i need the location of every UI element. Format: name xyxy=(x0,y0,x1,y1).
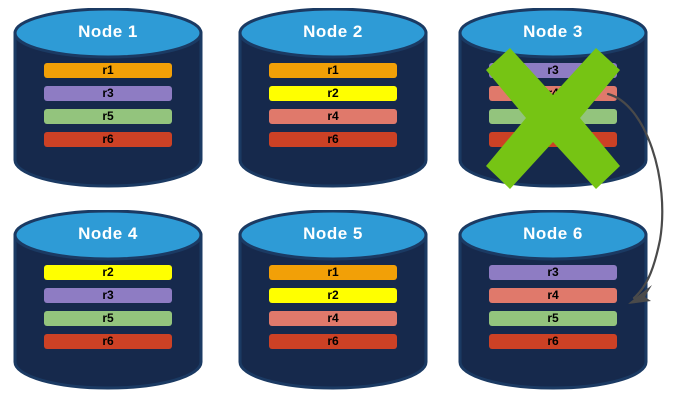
record-bar[interactable]: r1 xyxy=(44,63,172,78)
record-bar[interactable]: r4 xyxy=(269,311,397,326)
record-list: r2 r3 r5 r6 xyxy=(44,265,172,349)
node-6[interactable]: Node 6 r3 r4 r5 r6 xyxy=(458,210,648,390)
record-list: r3 r4 r5 r6 xyxy=(489,63,617,147)
record-bar[interactable]: r1 xyxy=(269,265,397,280)
record-bar[interactable]: r2 xyxy=(269,288,397,303)
record-bar[interactable]: r4 xyxy=(489,86,617,101)
record-bar[interactable]: r5 xyxy=(489,311,617,326)
node-2[interactable]: Node 2 r1 r2 r4 r6 xyxy=(238,8,428,188)
record-list: r1 r2 r4 r6 xyxy=(269,265,397,349)
record-bar[interactable]: r6 xyxy=(489,132,617,147)
record-list: r1 r3 r5 r6 xyxy=(44,63,172,147)
record-bar[interactable]: r6 xyxy=(44,132,172,147)
record-bar[interactable]: r1 xyxy=(269,63,397,78)
record-list: r1 r2 r4 r6 xyxy=(269,63,397,147)
record-bar[interactable]: r4 xyxy=(489,288,617,303)
node-5[interactable]: Node 5 r1 r2 r4 r6 xyxy=(238,210,428,390)
record-list: r3 r4 r5 r6 xyxy=(489,265,617,349)
node-4[interactable]: Node 4 r2 r3 r5 r6 xyxy=(13,210,203,390)
record-bar[interactable]: r3 xyxy=(489,63,617,78)
record-bar[interactable]: r3 xyxy=(44,288,172,303)
record-bar[interactable]: r6 xyxy=(44,334,172,349)
record-bar[interactable]: r6 xyxy=(269,132,397,147)
record-bar[interactable]: r3 xyxy=(489,265,617,280)
record-bar[interactable]: r6 xyxy=(489,334,617,349)
record-bar[interactable]: r4 xyxy=(269,109,397,124)
record-bar[interactable]: r2 xyxy=(44,265,172,280)
node-3[interactable]: Node 3 r3 r4 r5 r6 xyxy=(458,8,648,189)
record-bar[interactable]: r3 xyxy=(44,86,172,101)
record-bar[interactable]: r5 xyxy=(44,311,172,326)
record-bar[interactable]: r5 xyxy=(489,109,617,124)
record-bar[interactable]: r5 xyxy=(44,109,172,124)
record-bar[interactable]: r2 xyxy=(269,86,397,101)
record-bar[interactable]: r6 xyxy=(269,334,397,349)
node-1[interactable]: Node 1 r1 r3 r5 r6 xyxy=(13,8,203,188)
